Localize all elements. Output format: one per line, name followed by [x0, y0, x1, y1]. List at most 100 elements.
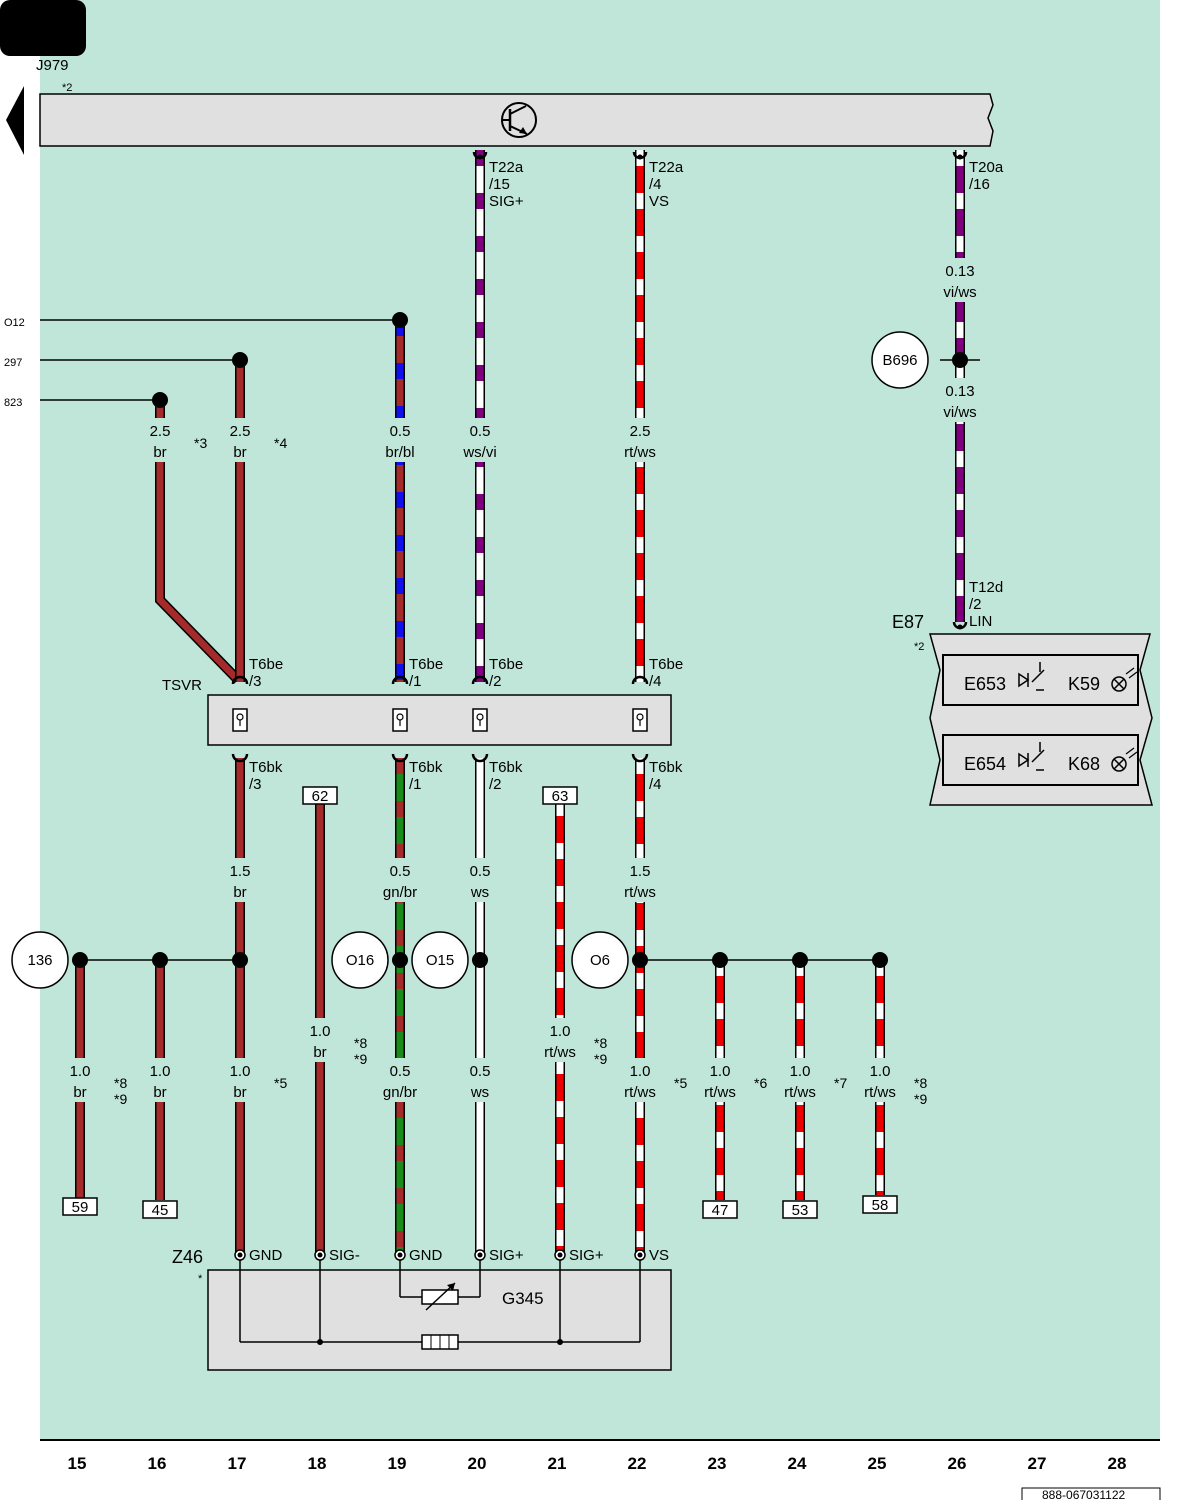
- lamp-icon-ray: [1128, 671, 1138, 679]
- transistor-icon: [501, 102, 537, 138]
- wire-label-mid-3-color: rt/ws: [624, 884, 656, 901]
- z46-pin-1-label: SIG-: [329, 1247, 360, 1264]
- j979-pin-dot: [637, 154, 643, 160]
- splice-o15: O15: [426, 952, 454, 969]
- wire-label-mid-1-label-bg: [378, 858, 422, 902]
- tsvr-bottom-pin-0-number: /3: [249, 776, 262, 793]
- lin-pin-number: /2: [969, 596, 982, 613]
- label-layer: 2.5br2.5br0.5br/bl0.5ws/vi2.5rt/ws*3*40.…: [11, 151, 1127, 1473]
- column-number-15: 15: [68, 1454, 87, 1473]
- z46-pin-0-label: GND: [249, 1247, 283, 1264]
- z46-pin-dot: [317, 1252, 323, 1258]
- lamp-icon: [1111, 756, 1127, 772]
- wire-label-low-10-label-bg: [858, 1058, 902, 1102]
- j979-pin-1-signal: VS: [649, 193, 669, 210]
- wire-label-mid-2-color: ws: [470, 884, 489, 901]
- z46-pin-dot: [237, 1252, 243, 1258]
- splice-dot: [232, 952, 248, 968]
- column-number-25: 25: [868, 1454, 887, 1473]
- ref-bottom-3: 53: [792, 1202, 809, 1219]
- lin-pin-name: T12d: [969, 579, 1003, 596]
- j979-pin-2-number: /16: [969, 176, 990, 193]
- splice-dot: [232, 352, 248, 368]
- tsvr-bottom-socket: [231, 753, 249, 763]
- ref-63: 63: [552, 788, 569, 805]
- page-tab[interactable]: [0, 0, 86, 56]
- tsvr-bottom-pin-2-name: T6bk: [489, 759, 523, 776]
- tsvr-bottom-socket: [471, 753, 489, 763]
- z46-pin-4-label: SIG+: [569, 1247, 604, 1264]
- tsvr-top-pin-2-number: /2: [489, 673, 502, 690]
- tsvr-label: TSVR: [162, 677, 202, 694]
- ref-63-box: [542, 786, 578, 805]
- wire-label-low-10-color: rt/ws: [864, 1084, 896, 1101]
- lamp-icon-ray: [1128, 751, 1138, 759]
- wire-label-mid-2-label-bg: [458, 858, 502, 902]
- j979-note: *2: [62, 82, 72, 94]
- wire-label-low-5-label-bg: [458, 1058, 502, 1102]
- led-switch-icon: [1018, 752, 1030, 768]
- splice-o15-circle: [411, 931, 469, 989]
- k68-label: K68: [1068, 754, 1100, 774]
- wire-label-low-0-size: 1.0: [70, 1063, 91, 1080]
- wire-label-mid-0-size: 1.5: [230, 863, 251, 880]
- previous-page-arrow[interactable]: [6, 86, 24, 155]
- wire-823-br: [156, 400, 241, 683]
- tsvr-top-pin-1-number: /1: [409, 673, 422, 690]
- ref-bottom-0: 59: [72, 1199, 89, 1216]
- j979-pin-1-number: /4: [649, 176, 662, 193]
- wire-label-up-4-label-bg: [618, 418, 662, 462]
- splice-dot: [152, 392, 168, 408]
- heating-element-icon: [421, 1334, 459, 1350]
- wire-label-up-0-label-bg: [138, 418, 182, 462]
- lamp-icon-ray: [1125, 667, 1135, 675]
- ref-bottom-3-box: [782, 1200, 818, 1219]
- lin-label-a-size: 0.13: [945, 263, 974, 280]
- junction-dot: [557, 1339, 563, 1345]
- wire-label-mid-1-color: gn/br: [383, 884, 417, 901]
- tsvr-top-pin-2-name: T6be: [489, 656, 523, 673]
- lamp-icon-cross: [1113, 678, 1125, 690]
- ref-62-box: [302, 786, 338, 805]
- wire-note-low-6: *8*9: [594, 1035, 607, 1067]
- tsvr-bottom-pin-1-name: T6bk: [409, 759, 443, 776]
- wire-label-low-0-color: br: [73, 1084, 86, 1101]
- wire-label-up-4-size: 2.5: [630, 423, 651, 440]
- j979-control-unit: [39, 93, 994, 147]
- wire-label-low-2-label-bg: [218, 1058, 262, 1102]
- column-number-28: 28: [1108, 1454, 1127, 1473]
- wire-label-low-10-size: 1.0: [870, 1063, 891, 1080]
- z46-pin-dot: [397, 1252, 403, 1258]
- wire-note-low-3: *8*9: [354, 1035, 367, 1067]
- j979-label: J979: [36, 57, 69, 74]
- j979-pin-0-name: T22a: [489, 159, 524, 176]
- column-number-20: 20: [468, 1454, 487, 1473]
- variable-resistor-icon: [421, 1282, 459, 1311]
- z46-pin-2-label: GND: [409, 1247, 443, 1264]
- splice-dot: [152, 952, 168, 968]
- wire-label-mid-0-color: br: [233, 884, 246, 901]
- e87-row-1: [942, 654, 1139, 706]
- wire-label-up-2-color: br/bl: [385, 444, 414, 461]
- wire-label-low-8-size: 1.0: [710, 1063, 731, 1080]
- tsvr-top-pin-3-name: T6be: [649, 656, 683, 673]
- tsvr-top-socket: [631, 675, 649, 685]
- wire-note-low-10: *8*9: [914, 1075, 927, 1107]
- wire-label-up-1-size: 2.5: [230, 423, 251, 440]
- splice-dot: [952, 352, 968, 368]
- wire-label-low-1-color: br: [153, 1084, 166, 1101]
- z46-label: Z46: [172, 1247, 203, 1267]
- wire-label-low-1-size: 1.0: [150, 1063, 171, 1080]
- splice-dot: [792, 952, 808, 968]
- splice-dot: [472, 952, 488, 968]
- splice-b696-circle: [871, 331, 929, 389]
- tsvr-top-pin-0-number: /3: [249, 673, 262, 690]
- wire-label-up-4-color: rt/ws: [624, 444, 656, 461]
- e87-note: *2: [914, 641, 924, 653]
- e653-label: E653: [964, 674, 1006, 694]
- column-number-17: 17: [228, 1454, 247, 1473]
- wire-label-up-3-size: 0.5: [470, 423, 491, 440]
- e87-icons: [1018, 662, 1138, 772]
- wire-label-up-2-label-bg: [378, 418, 422, 462]
- wire-label-low-3-color: br: [313, 1044, 326, 1061]
